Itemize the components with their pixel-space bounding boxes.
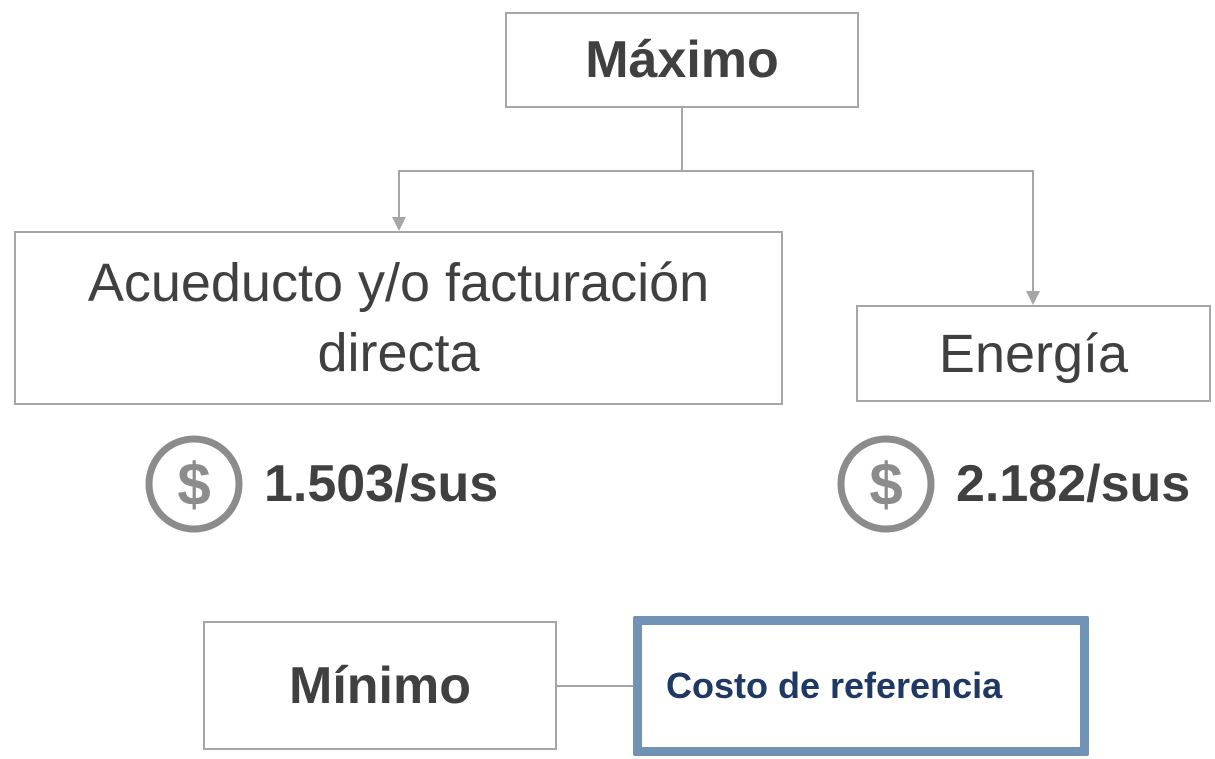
dollar-circle-icon: $ xyxy=(837,435,935,533)
svg-text:$: $ xyxy=(177,451,210,518)
dollar-circle-icon: $ xyxy=(145,435,243,533)
acueducto-cost-value: 1.503/sus xyxy=(264,455,499,513)
energia-cost: $ 2.182/sus xyxy=(836,432,1190,536)
acueducto-label: Acueducto y/o facturación directa xyxy=(87,253,710,383)
arrowhead-acueducto xyxy=(392,217,406,231)
energia-cost-value: 2.182/sus xyxy=(956,455,1191,513)
acueducto-cost: $ 1.503/sus xyxy=(144,432,498,536)
referencia-node: Costo de referencia xyxy=(633,616,1089,756)
svg-text:$: $ xyxy=(869,451,902,518)
maximo-node: Máximo xyxy=(505,12,859,108)
minimo-node: Mínimo xyxy=(203,621,557,750)
minimo-label: Mínimo xyxy=(289,656,471,715)
connector-maximo-acueducto xyxy=(398,108,683,218)
acueducto-node: Acueducto y/o facturación directa xyxy=(14,231,783,405)
referencia-label: Costo de referencia xyxy=(666,665,1003,706)
energia-label: Energía xyxy=(938,323,1129,384)
maximo-label: Máximo xyxy=(585,31,779,89)
arrowhead-energia xyxy=(1026,291,1040,305)
energia-node: Energía xyxy=(856,305,1211,402)
connector-maximo-energia xyxy=(682,170,1034,292)
